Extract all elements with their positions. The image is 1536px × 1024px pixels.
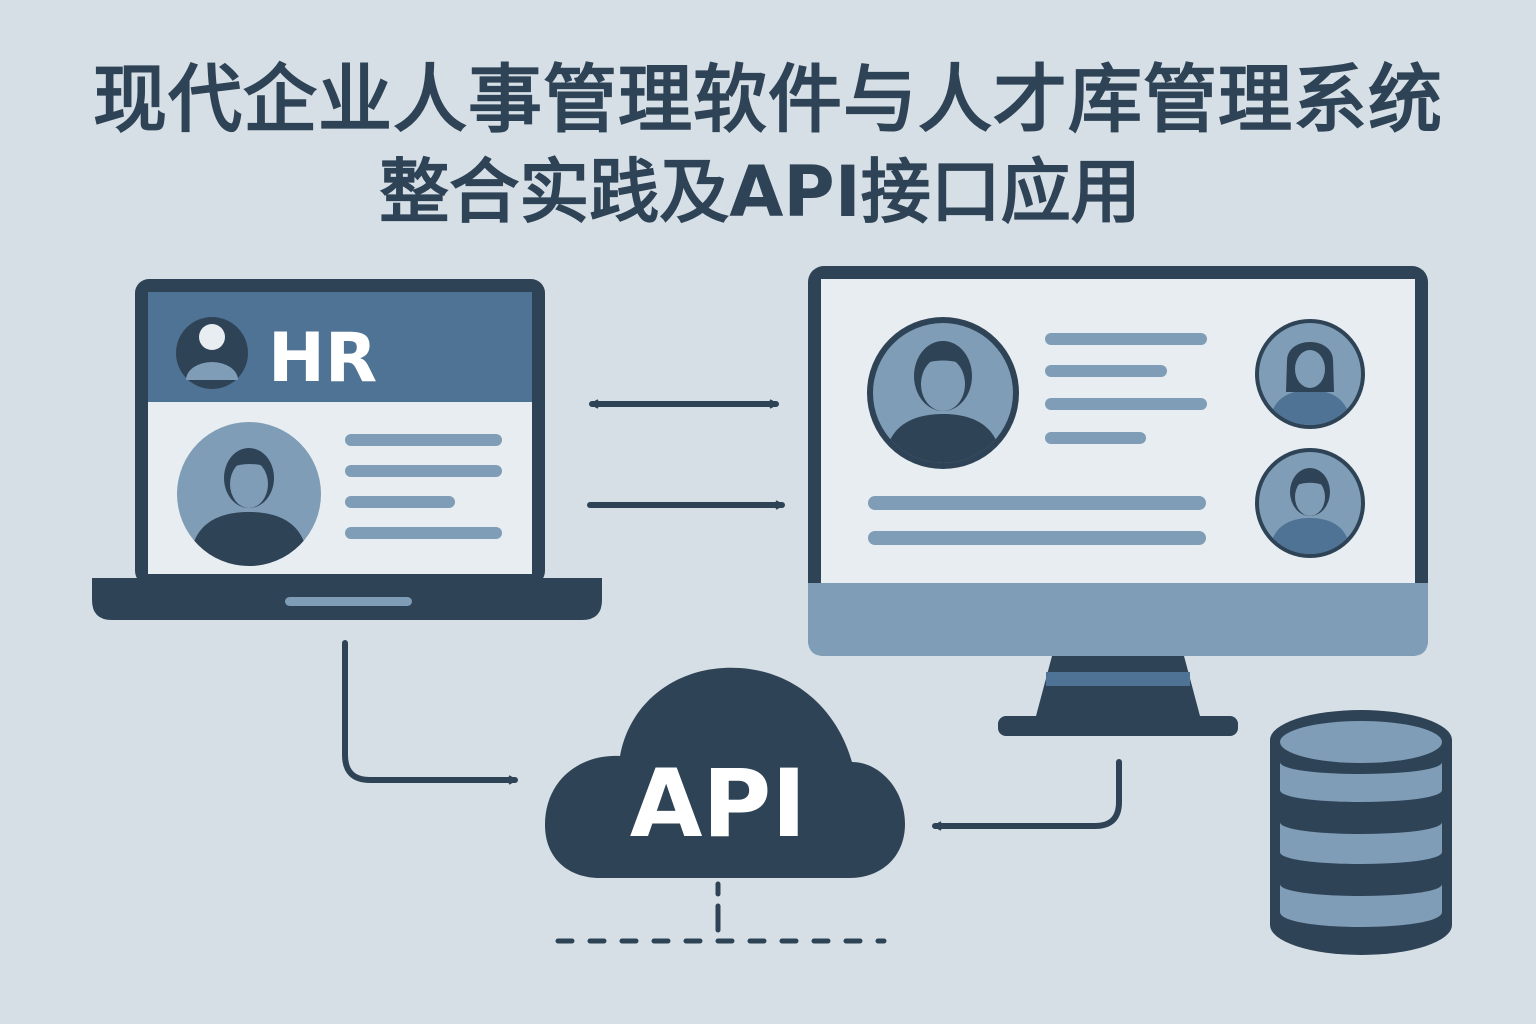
hr-header-label: HR [268, 319, 377, 398]
diagram-title-line-1: 现代企业人事管理软件与人才库管理系统 [93, 57, 1443, 143]
laptop-to-api-arrow [342, 640, 518, 785]
laptop-touchpad [285, 597, 412, 606]
talent-database-icon [1270, 710, 1452, 955]
candidate-text-line [1045, 333, 1207, 345]
profile-text-line [345, 434, 502, 446]
talent-avatar-female-icon [1255, 319, 1365, 429]
diagram-title-line-2: 整合实践及API接口应用 [379, 151, 1141, 233]
profile-text-line [345, 465, 502, 477]
profile-text-line [345, 496, 455, 508]
monitor-chin [808, 583, 1428, 656]
network-connection-line [555, 881, 887, 944]
candidate-text-line [868, 531, 1206, 545]
monitor-stand-highlight [1046, 672, 1190, 686]
profile-text-line [345, 527, 502, 539]
monitor-stand-base [998, 716, 1238, 736]
hr-laptop: HR [92, 279, 602, 620]
monitor-to-api-arrow [932, 759, 1122, 831]
employee-avatar-icon [177, 422, 321, 566]
talent-pool-monitor [808, 266, 1428, 736]
api-cloud-icon: API [545, 667, 905, 878]
talent-avatar-male-icon [1255, 448, 1365, 558]
hr-user-icon [176, 317, 248, 389]
candidate-text-line [868, 496, 1206, 510]
candidate-text-line [1045, 398, 1207, 410]
candidate-text-line [1045, 365, 1167, 377]
candidate-text-line [1045, 432, 1146, 444]
candidate-avatar-icon [867, 317, 1019, 469]
api-cloud-label: API [630, 750, 807, 859]
